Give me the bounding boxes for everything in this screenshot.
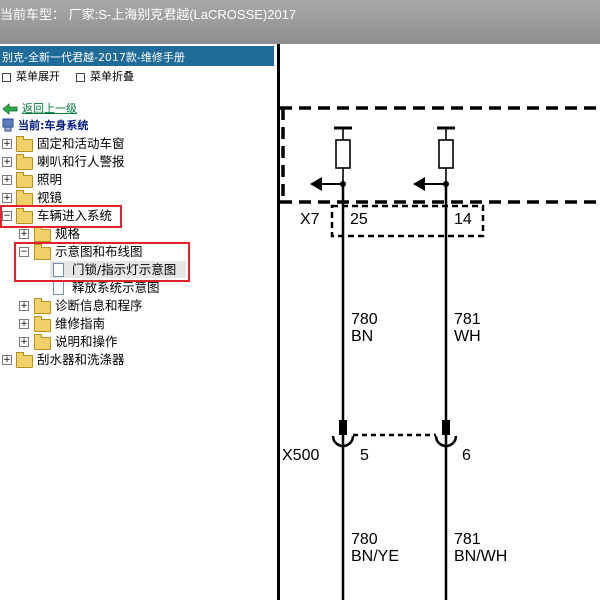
window-titlebar: 当前车型： 厂家:S-上海别克君越(LaCROSSE)2017 (0, 0, 600, 44)
back-label: 返回上一级 (22, 102, 77, 115)
panel-splitter[interactable] (277, 44, 280, 600)
connector-x500-pin-5: 5 (360, 447, 369, 464)
tree-item-specifications[interactable]: + 规格 (0, 225, 270, 242)
folder-icon (16, 154, 33, 170)
input-arrow-2 (413, 177, 425, 191)
tree-item-label: 照明 (37, 172, 63, 187)
tree-item-label: 视镜 (37, 190, 63, 205)
manual-title: 别克-全新一代君越-2017款-维修手册 (2, 51, 185, 64)
system-icon (2, 118, 14, 132)
input-arrow-1 (310, 177, 322, 191)
folder-open-icon (34, 244, 51, 260)
tree-item-mirrors[interactable]: + 视镜 (0, 189, 270, 206)
pull-up-resistor-1 (334, 126, 352, 184)
terminal-male-6 (442, 420, 450, 435)
wire-780-color: BN (351, 328, 373, 345)
expand-toggle[interactable]: + (19, 337, 29, 347)
tree-item-lighting[interactable]: + 照明 (0, 171, 270, 188)
connector-x500-name: X500 (282, 447, 319, 464)
tree-item-label: 固定和活动车窗 (37, 136, 125, 151)
connector-x7-outline (330, 204, 485, 238)
tree-item-wipers[interactable]: + 刮水器和洗涤器 (0, 351, 270, 368)
connector-x7-name: X7 (300, 211, 320, 228)
wire-781-lower-color: BN/WH (454, 548, 507, 565)
tree-item-label: 释放系统示意图 (72, 280, 160, 295)
expand-toggle[interactable]: + (19, 229, 29, 239)
tree-item-horn[interactable]: + 喇叭和行人警报 (0, 153, 270, 170)
connector-x7-pin-14: 14 (454, 211, 472, 228)
tree-item-label: 诊断信息和程序 (55, 298, 143, 313)
expand-toggle[interactable]: + (2, 193, 12, 203)
collapse-icon (76, 72, 85, 82)
tree-item-schematics[interactable]: − 示意图和布线图 (0, 243, 270, 260)
nav-tree: 返回上一级 当前:车身系统 + 固定和活动车窗 + 喇叭和行人警报 + 照明 (0, 44, 277, 600)
tree-item-description[interactable]: + 说明和操作 (0, 333, 270, 350)
connector-x500-pin-6: 6 (462, 447, 471, 464)
folder-icon (34, 226, 51, 242)
navigation-panel: 别克-全新一代君越-2017款-维修手册 菜单展开 菜单折叠 返回上一级 当前:… (0, 44, 277, 600)
vehicle-title: 当前车型： 厂家:S-上海别克君越(LaCROSSE)2017 (0, 7, 297, 22)
tree-item-diagnostics[interactable]: + 诊断信息和程序 (0, 297, 270, 314)
expand-toggle[interactable]: + (2, 139, 12, 149)
expand-icon (2, 72, 11, 82)
wire-780-circuit: 780 (351, 311, 378, 328)
tree-item-fixed-windows[interactable]: + 固定和活动车窗 (0, 135, 270, 152)
expand-menu-button[interactable]: 菜单展开 (2, 68, 60, 84)
tree-item-door-lock-schematic[interactable]: 门锁/指示灯示意图 (50, 261, 186, 278)
tree-item-label: 示意图和布线图 (55, 244, 143, 259)
connector-x7-pin-25: 25 (350, 211, 368, 228)
tree-item-label: 门锁/指示灯示意图 (72, 262, 177, 277)
tree-item-label: 规格 (55, 226, 81, 241)
wire-781-lower-circuit: 781 (454, 531, 481, 548)
expand-label: 菜单展开 (16, 70, 60, 83)
tree-item-label: 说明和操作 (55, 334, 118, 349)
highlight-box-schematics (14, 242, 190, 282)
wiring-diagram-panel: X7 25 14 780 BN 781 WH X500 5 6 780 BN/Y… (280, 44, 600, 600)
collapse-toggle[interactable]: − (2, 211, 12, 221)
document-icon (53, 281, 64, 295)
folder-icon (16, 352, 33, 368)
collapse-toggle[interactable]: − (19, 247, 29, 257)
terminal-female-5 (331, 435, 355, 448)
wiring-diagram: X7 25 14 780 BN 781 WH X500 5 6 780 BN/Y… (280, 106, 600, 600)
expand-toggle[interactable]: + (19, 301, 29, 311)
terminal-female-6 (434, 435, 458, 448)
wire-780-lower-color: BN/YE (351, 548, 399, 565)
folder-icon (34, 316, 51, 332)
expand-toggle[interactable]: + (2, 355, 12, 365)
wire-781-circuit: 781 (454, 311, 481, 328)
highlight-box-vehicle-access (0, 205, 122, 228)
collapse-label: 菜单折叠 (90, 70, 134, 83)
terminal-male-5 (339, 420, 347, 435)
folder-icon (34, 298, 51, 314)
expand-toggle[interactable]: + (2, 157, 12, 167)
wire-780-lower-circuit: 780 (351, 531, 378, 548)
pull-up-resistor-2 (437, 126, 455, 184)
back-arrow-icon (2, 103, 18, 115)
collapse-menu-button[interactable]: 菜单折叠 (76, 68, 134, 84)
tree-item-vehicle-access[interactable]: − 车辆进入系统 (0, 207, 270, 224)
tree-item-label: 车辆进入系统 (37, 208, 113, 223)
current-label: 当前:车身系统 (18, 119, 89, 132)
folder-icon (16, 172, 33, 188)
document-icon (53, 263, 64, 277)
tree-item-label: 刮水器和洗涤器 (37, 352, 125, 367)
folder-icon (16, 136, 33, 152)
expand-toggle[interactable]: + (2, 175, 12, 185)
tree-item-repair-guide[interactable]: + 维修指南 (0, 315, 270, 332)
expand-toggle[interactable]: + (19, 319, 29, 329)
folder-open-icon (16, 208, 33, 224)
wire-781-color: WH (454, 328, 481, 345)
tree-item-label: 喇叭和行人警报 (37, 154, 125, 169)
folder-icon (34, 334, 51, 350)
manual-header: 别克-全新一代君越-2017款-维修手册 (0, 46, 274, 66)
tree-item-label: 维修指南 (55, 316, 106, 331)
